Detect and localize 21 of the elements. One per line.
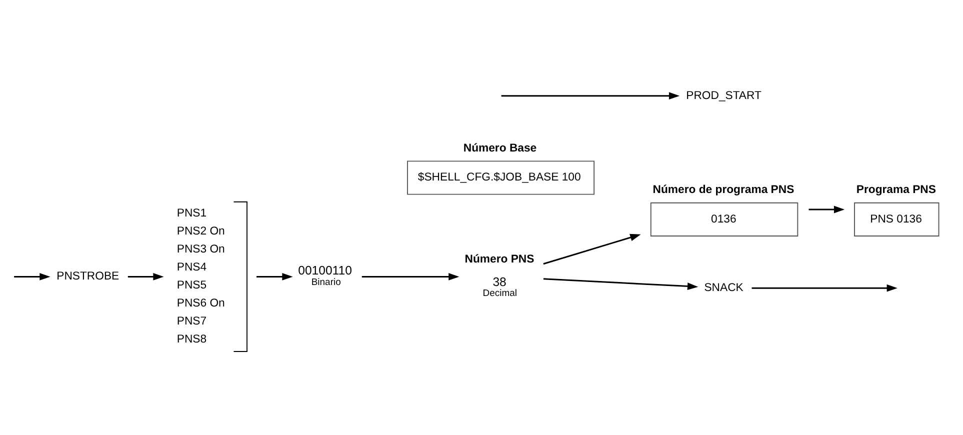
node-text: SNACK bbox=[704, 282, 744, 294]
node-label: Número Base bbox=[463, 142, 537, 154]
node-box: $SHELL_CFG.$JOB_BASE 100 bbox=[407, 160, 595, 194]
node-box: PNS 0136 bbox=[854, 202, 940, 236]
arrow bbox=[14, 272, 50, 280]
node-text: PNS1 PNS2 On PNS3 On PNS4 PNS5 PNS6 On PNS7 PNS8 bbox=[176, 207, 225, 346]
node-label: Número de programa PNS bbox=[652, 184, 794, 196]
arrow bbox=[128, 272, 164, 280]
node-label: Programa PNS bbox=[856, 184, 936, 196]
node-text: PNSTROBE bbox=[56, 270, 120, 282]
node-text: Número PNS 38 Decimal bbox=[464, 253, 534, 299]
node-text: PROD_START bbox=[686, 89, 762, 102]
arrow bbox=[543, 233, 641, 264]
arrow bbox=[362, 272, 460, 280]
node-box: 0136 bbox=[650, 202, 798, 236]
arrow bbox=[752, 284, 898, 292]
arrow bbox=[501, 92, 680, 100]
arrow bbox=[543, 278, 698, 290]
arrow bbox=[808, 205, 845, 213]
node-text: 00100110 Binario bbox=[298, 263, 352, 288]
arrow bbox=[256, 272, 293, 280]
